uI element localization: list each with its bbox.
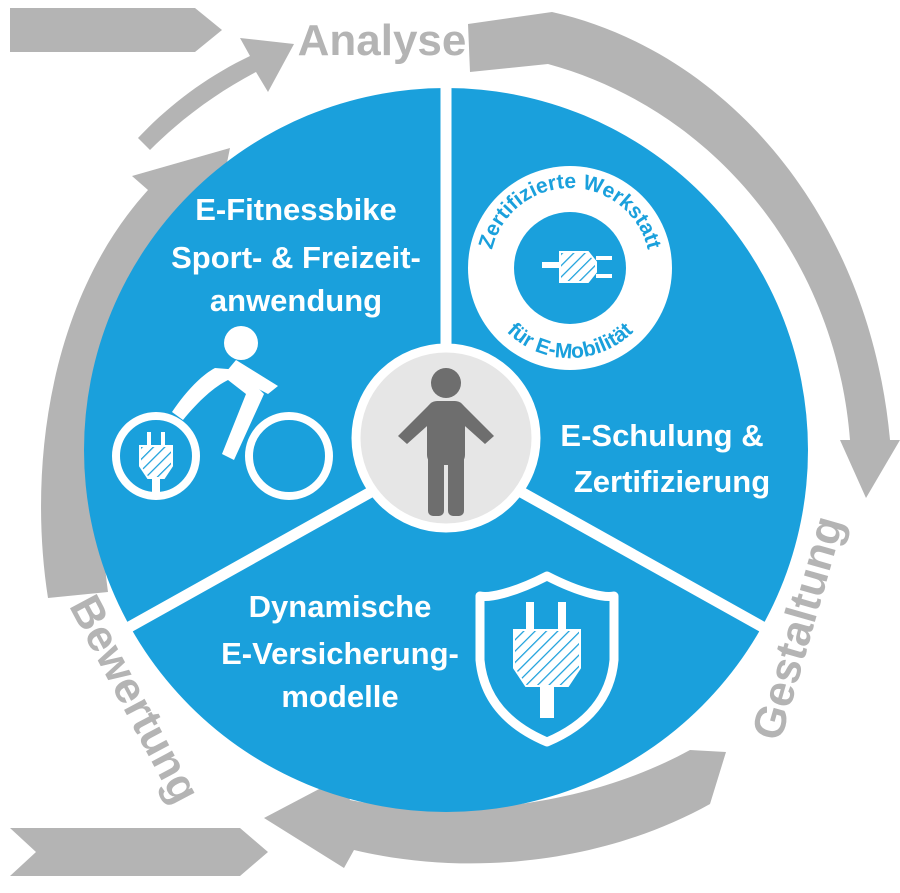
badge-plug-icon <box>542 251 612 283</box>
e-plug-icon <box>139 432 173 492</box>
fitness-line-2: Sport- & Freizeit- <box>171 240 421 275</box>
cyclist-icon <box>112 326 333 500</box>
schulung-line-2: Zertifizierung <box>574 464 770 499</box>
cyclist-arm <box>226 360 278 394</box>
arrow-top-left <box>10 8 222 52</box>
segment-versicherung: Dynamische E-Versicherung- modelle <box>221 571 619 747</box>
versicherung-line-3: modelle <box>281 679 398 714</box>
arrow-bottom-left <box>10 828 268 876</box>
cyclist-torso <box>172 368 264 460</box>
arrow-left-upper <box>138 38 294 150</box>
cycle-label-analyse: Analyse <box>298 16 467 65</box>
cyclist-head <box>224 326 258 360</box>
rear-wheel-e-plug <box>112 412 200 500</box>
schulung-line-1: E-Schulung & <box>560 418 763 453</box>
versicherung-line-1: Dynamische <box>249 589 432 624</box>
front-wheel <box>245 412 333 500</box>
certified-badge-icon: Zertifizierte Werkstatt für E-Mobilität <box>468 166 672 370</box>
person-icon <box>398 368 494 516</box>
segment-fitness: E-Fitnessbike Sport- & Freizeit- anwendu… <box>112 192 421 500</box>
arrow-analyse-to-gestaltung <box>468 12 900 498</box>
arrow-gestaltung-to-bewertung <box>264 750 726 868</box>
fitness-line-3: anwendung <box>210 283 382 318</box>
fitness-line-1: E-Fitnessbike <box>195 192 397 227</box>
versicherung-line-2: E-Versicherung- <box>221 636 459 671</box>
shield-plug-icon <box>475 571 619 747</box>
